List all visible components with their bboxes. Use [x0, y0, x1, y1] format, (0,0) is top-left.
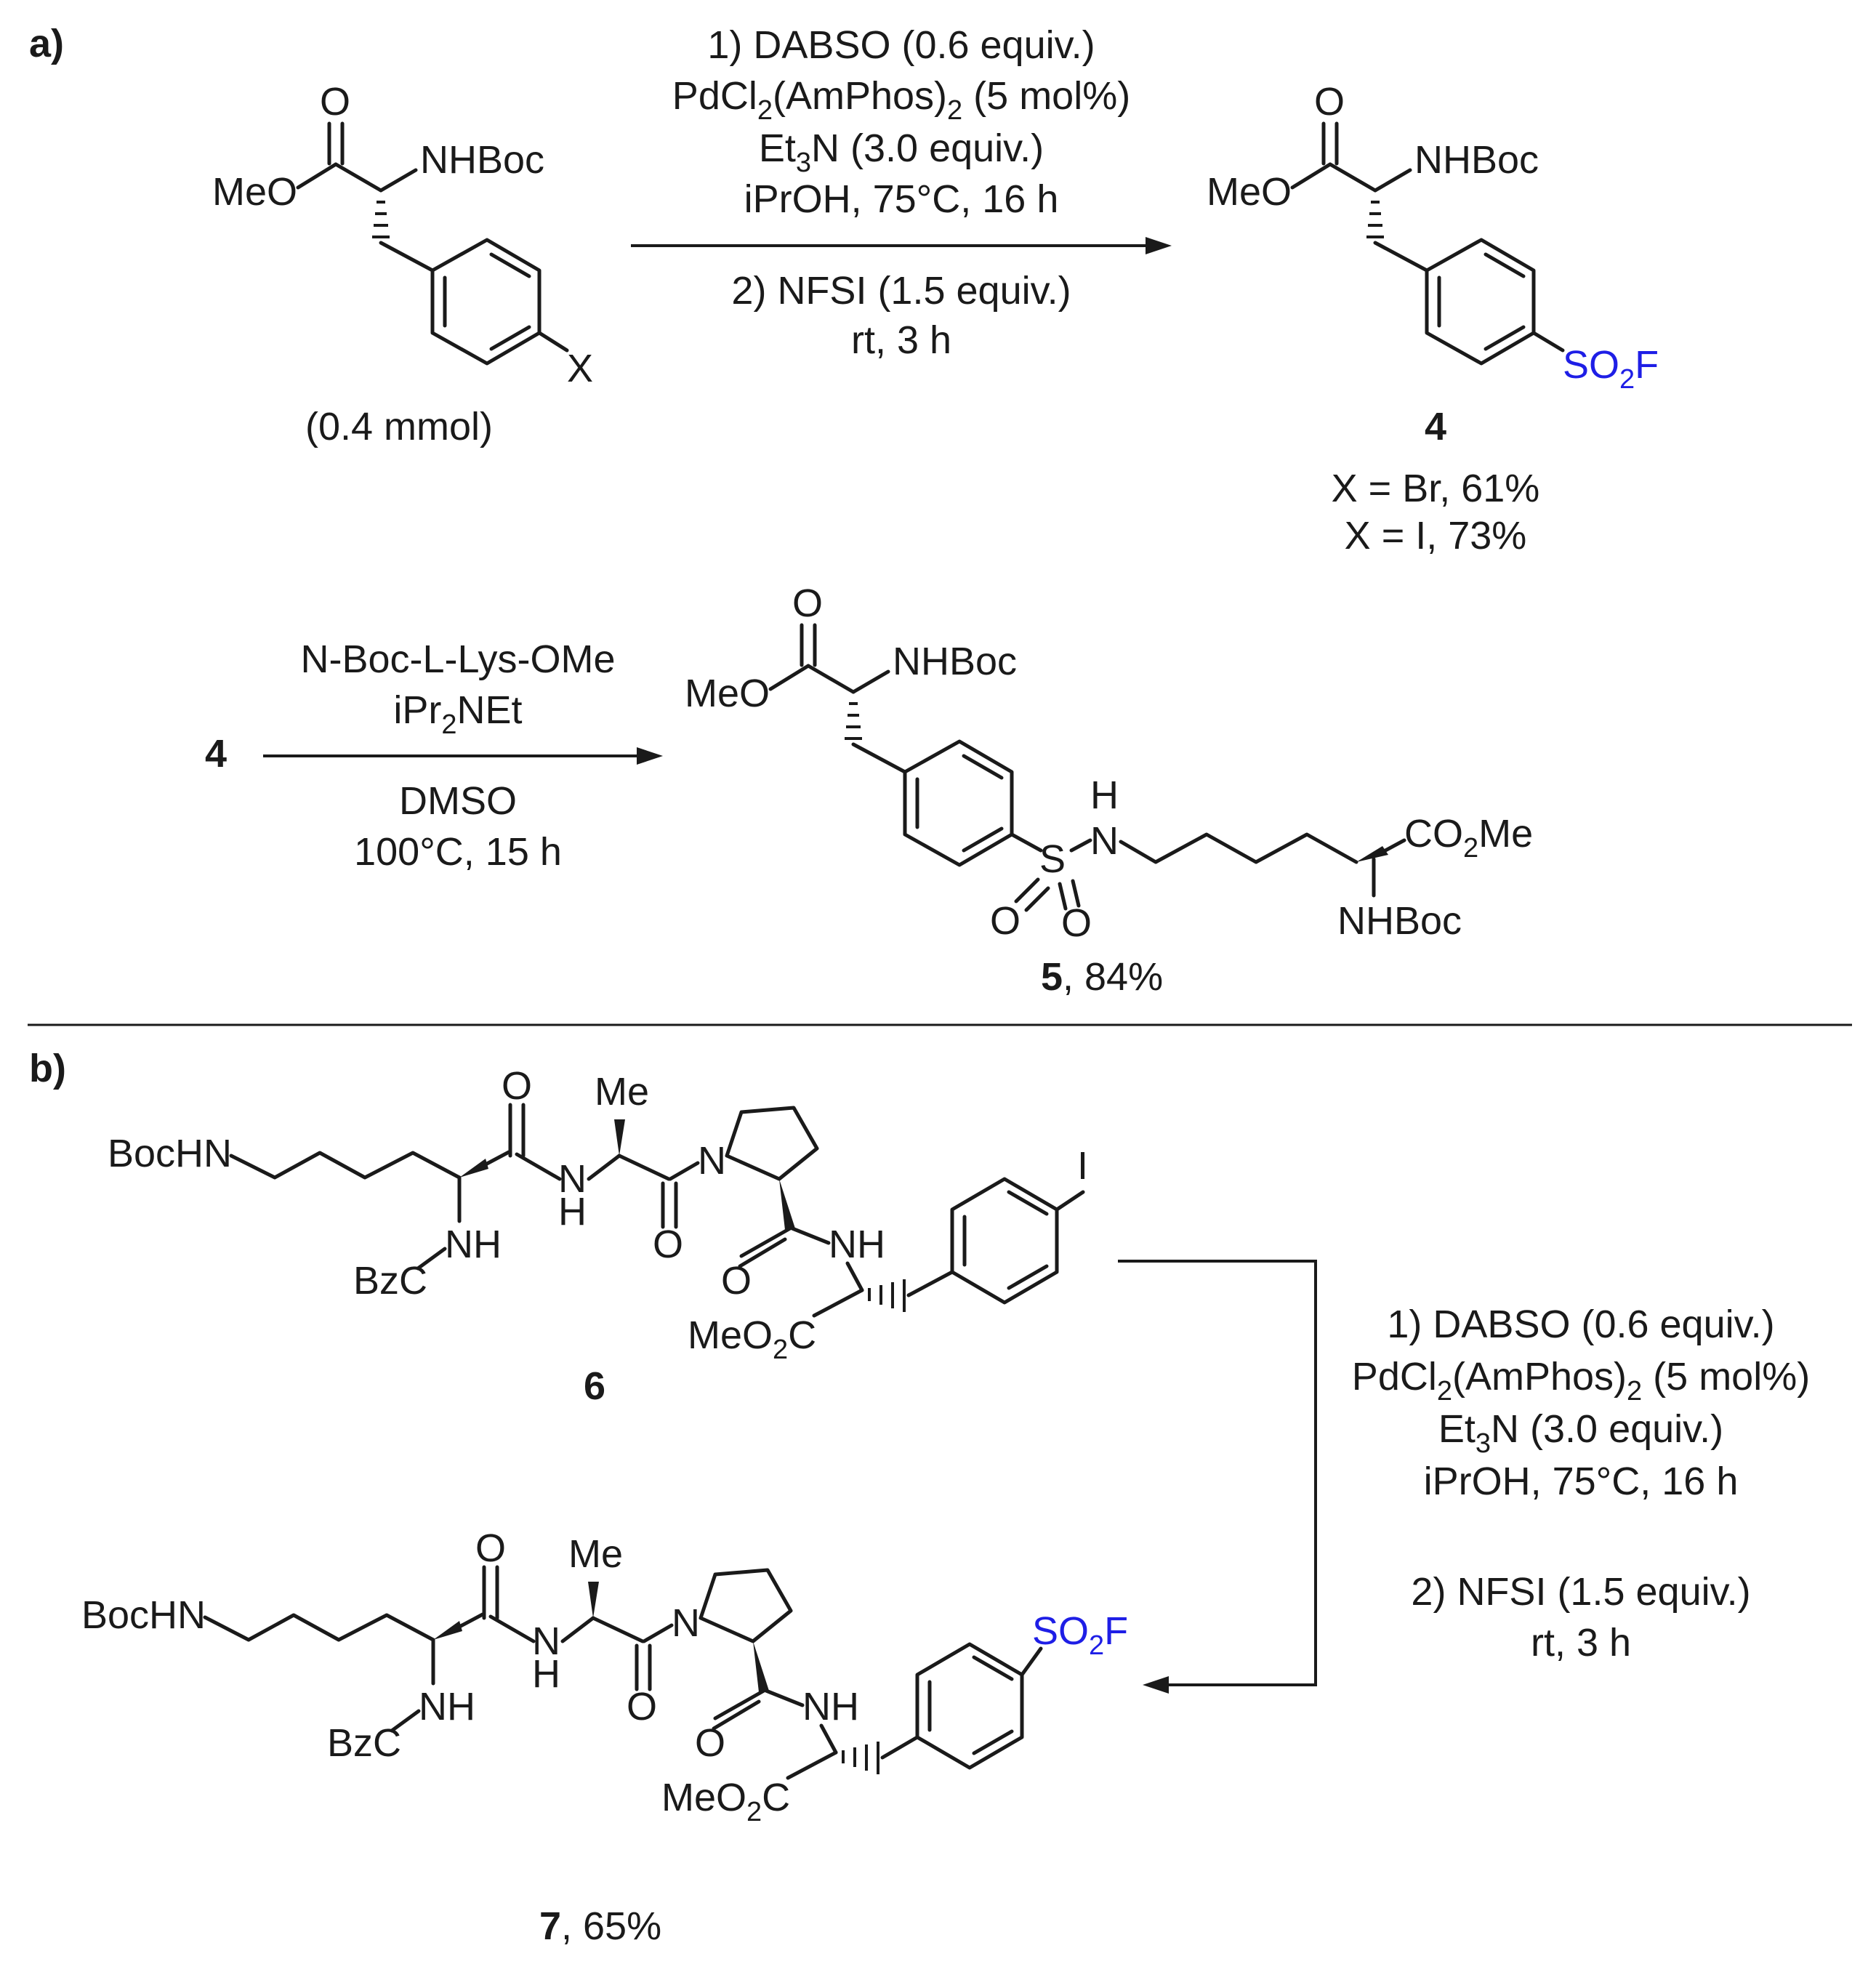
svg-text:NH: NH: [419, 1685, 475, 1728]
substrate-aryl-halide: O MeO NHBoc X (0.4 mmol): [212, 80, 593, 448]
svg-text:PdCl2(AmPhos)2 (5 mol%): PdCl2(AmPhos)2 (5 mol%): [672, 74, 1130, 126]
svg-text:iPr2NEt: iPr2NEt: [393, 688, 522, 740]
svg-text:MeO2C: MeO2C: [688, 1313, 816, 1365]
svg-text:I: I: [1077, 1144, 1088, 1188]
svg-text:O: O: [627, 1685, 657, 1728]
svg-text:NH: NH: [445, 1223, 502, 1266]
sulfonyl-fluoride-label: SO2F: [1563, 343, 1659, 395]
methoxy-label: MeO: [212, 170, 297, 214]
svg-text:1) DABSO (0.6 equiv.): 1) DABSO (0.6 equiv.): [707, 23, 1095, 67]
svg-text:N: N: [698, 1139, 726, 1183]
svg-text:BocHN: BocHN: [81, 1593, 206, 1637]
svg-text:CO2Me: CO2Me: [1404, 812, 1533, 864]
compound-number-6: 6: [584, 1364, 605, 1408]
svg-text:2) NFSI (1.5 equiv.): 2) NFSI (1.5 equiv.): [731, 269, 1071, 313]
yield-x-br: X = Br, 61%: [1332, 467, 1540, 510]
svg-text:100°C, 15 h: 100°C, 15 h: [354, 830, 562, 874]
reactant-4-label: 4: [205, 732, 227, 776]
carbonyl-oxygen: O: [320, 80, 350, 124]
svg-text:BzC: BzC: [353, 1259, 427, 1303]
svg-text:1) DABSO (0.6 equiv.): 1) DABSO (0.6 equiv.): [1387, 1303, 1774, 1346]
svg-text:O: O: [721, 1259, 752, 1303]
panel-b-label: b): [29, 1047, 66, 1090]
svg-text:BocHN: BocHN: [108, 1132, 232, 1175]
svg-text:Et3N (3.0 equiv.): Et3N (3.0 equiv.): [759, 126, 1044, 178]
svg-text:NHBoc: NHBoc: [893, 640, 1017, 683]
svg-text:H: H: [558, 1190, 587, 1233]
svg-text:N: N: [558, 1157, 587, 1201]
svg-text:N: N: [532, 1619, 560, 1663]
svg-text:S: S: [1039, 837, 1066, 881]
svg-text:N-Boc-L-Lys-OMe: N-Boc-L-Lys-OMe: [300, 637, 615, 681]
yield-x-i: X = I, 73%: [1345, 514, 1527, 558]
svg-text:O: O: [502, 1064, 532, 1108]
halogen-x-label: X: [567, 347, 593, 390]
nhboc-label: NHBoc: [420, 138, 544, 182]
svg-text:2) NFSI (1.5 equiv.): 2) NFSI (1.5 equiv.): [1411, 1570, 1750, 1614]
svg-text:N: N: [1090, 819, 1119, 863]
substrate-amount: (0.4 mmol): [305, 405, 493, 448]
reaction-arrow-a1: [631, 237, 1172, 254]
svg-text:O: O: [695, 1721, 725, 1765]
svg-text:H: H: [532, 1652, 560, 1696]
reaction-arrow-b: [1118, 1260, 1317, 1694]
svg-text:NH: NH: [802, 1685, 859, 1728]
svg-text:NHBoc: NHBoc: [1414, 138, 1539, 182]
product-4: O MeO NHBoc SO2F 4 X = Br, 61% X = I, 73…: [1207, 80, 1659, 558]
conditions-b: 1) DABSO (0.6 equiv.) PdCl2(AmPhos)2 (5 …: [1352, 1303, 1810, 1665]
svg-text:iPrOH, 75°C, 16 h: iPrOH, 75°C, 16 h: [744, 177, 1059, 221]
svg-text:rt, 3 h: rt, 3 h: [1531, 1621, 1631, 1665]
compound-number-7: 7: [539, 1904, 561, 1948]
svg-text:O: O: [990, 899, 1020, 943]
svg-text:O: O: [1314, 80, 1345, 124]
svg-text:O: O: [1061, 901, 1092, 945]
product-5: O MeO NHBoc S O O N H CO2Me: [685, 581, 1533, 999]
svg-text:Et3N (3.0 equiv.): Et3N (3.0 equiv.): [1438, 1407, 1723, 1459]
substrate-6: BocHN O N H Me O N NH BzC O NH: [108, 1064, 1088, 1408]
svg-text:BzC: BzC: [327, 1721, 401, 1765]
panel-a-label: a): [29, 22, 64, 65]
sulfonyl-fluoride-label-7: SO2F: [1032, 1609, 1128, 1661]
svg-text:O: O: [475, 1526, 506, 1570]
product-7: BocHN O N H Me O N NH BzC O NH: [81, 1526, 1128, 1948]
svg-text:MeO2C: MeO2C: [661, 1776, 790, 1827]
svg-text:MeO: MeO: [1207, 170, 1292, 214]
svg-text:PdCl2(AmPhos)2 (5 mol%): PdCl2(AmPhos)2 (5 mol%): [1352, 1355, 1810, 1406]
reaction-arrow-a2: [263, 747, 663, 765]
svg-text:rt, 3 h: rt, 3 h: [851, 318, 951, 362]
svg-text:NHBoc: NHBoc: [1337, 899, 1462, 943]
svg-text:Me: Me: [595, 1070, 649, 1114]
svg-text:DMSO: DMSO: [399, 779, 517, 823]
svg-text:Me: Me: [568, 1532, 623, 1576]
compound-number-5: 5: [1041, 955, 1063, 999]
svg-text:O: O: [792, 581, 823, 625]
svg-text:N: N: [672, 1601, 700, 1645]
yield-7: , 65%: [561, 1904, 661, 1948]
svg-text:H: H: [1090, 773, 1119, 817]
conditions-a1: 1) DABSO (0.6 equiv.) PdCl2(AmPhos)2 (5 …: [672, 23, 1130, 362]
compound-number-4: 4: [1425, 405, 1446, 448]
svg-text:MeO: MeO: [685, 672, 770, 715]
svg-text:iPrOH, 75°C, 16 h: iPrOH, 75°C, 16 h: [1424, 1460, 1739, 1503]
svg-text:O: O: [653, 1223, 683, 1266]
svg-text:NH: NH: [829, 1223, 885, 1266]
conditions-a2: N-Boc-L-Lys-OMe iPr2NEt DMSO 100°C, 15 h: [300, 637, 615, 874]
yield-5: , 84%: [1063, 955, 1163, 999]
